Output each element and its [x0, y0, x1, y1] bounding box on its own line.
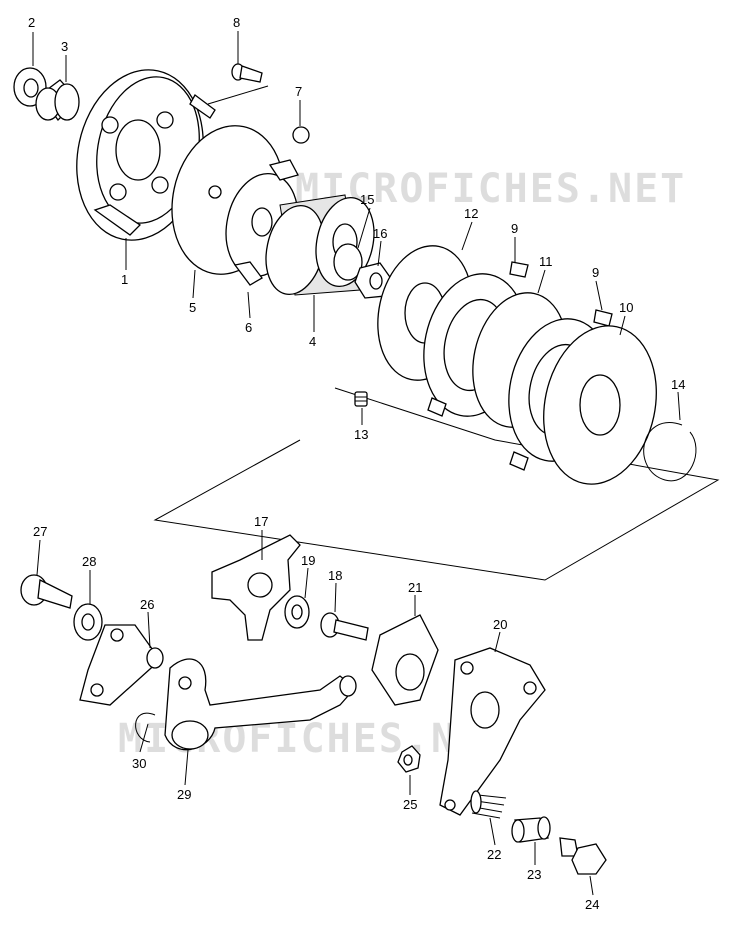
callout-21: 21: [408, 580, 422, 595]
callout-12: 12: [464, 206, 478, 221]
nut-part-25: [397, 745, 421, 773]
callout-28: 28: [82, 554, 96, 569]
clip-part-30: [135, 712, 156, 743]
callout-4: 4: [309, 334, 316, 349]
drum-part-4: [265, 194, 375, 296]
callout-25: 25: [403, 797, 417, 812]
callout-6: 6: [245, 320, 252, 335]
lever-part-29: [164, 658, 357, 751]
callout-9-upper: 9: [511, 221, 518, 236]
bracket-part-20: [439, 647, 546, 816]
callout-9-lower: 9: [592, 265, 599, 280]
washer-part-15: [333, 243, 363, 281]
nut-part-16: [354, 262, 393, 299]
callout-20: 20: [493, 617, 507, 632]
callout-27: 27: [33, 524, 47, 539]
bushing-part-3: [35, 79, 80, 122]
washer-part-19: [284, 595, 310, 629]
pressure-plate-part-10: [543, 325, 657, 485]
callout-7: 7: [295, 84, 302, 99]
callout-18: 18: [328, 568, 342, 583]
callout-2: 2: [28, 15, 35, 30]
sleeve-part-23: [511, 816, 551, 843]
callout-8: 8: [233, 15, 240, 30]
callout-19: 19: [301, 553, 315, 568]
callout-26: 26: [140, 597, 154, 612]
plate-part-17: [211, 534, 301, 641]
callout-10: 10: [619, 300, 633, 315]
callout-3: 3: [61, 39, 68, 54]
screw-part-8: [231, 63, 263, 83]
callout-24: 24: [585, 897, 599, 912]
group-frame-upper: [153, 387, 720, 581]
circlip-part-14: [643, 422, 697, 482]
link-part-26: [79, 624, 164, 706]
bolt-part-18: [320, 612, 369, 641]
callout-15: 15: [360, 192, 374, 207]
callout-22: 22: [487, 847, 501, 862]
callout-29: 29: [177, 787, 191, 802]
clutch-housing-part-1: [76, 69, 216, 241]
callout-17: 17: [254, 514, 268, 529]
bolt-part-27: [20, 574, 73, 609]
callout-16: 16: [373, 226, 387, 241]
ball-part-7: [292, 126, 310, 144]
spring-part-13: [354, 391, 368, 407]
cam-part-21: [371, 614, 439, 706]
callout-23: 23: [527, 867, 541, 882]
callout-13: 13: [354, 427, 368, 442]
callout-11: 11: [539, 254, 553, 269]
spring-part-22: [470, 790, 507, 819]
leader-frame-8: [207, 85, 269, 105]
washer-part-28: [73, 603, 103, 641]
callout-14: 14: [671, 377, 685, 392]
callout-30: 30: [132, 756, 146, 771]
bolt-part-24: [559, 837, 607, 875]
callout-1: 1: [121, 272, 128, 287]
callout-5: 5: [189, 300, 196, 315]
